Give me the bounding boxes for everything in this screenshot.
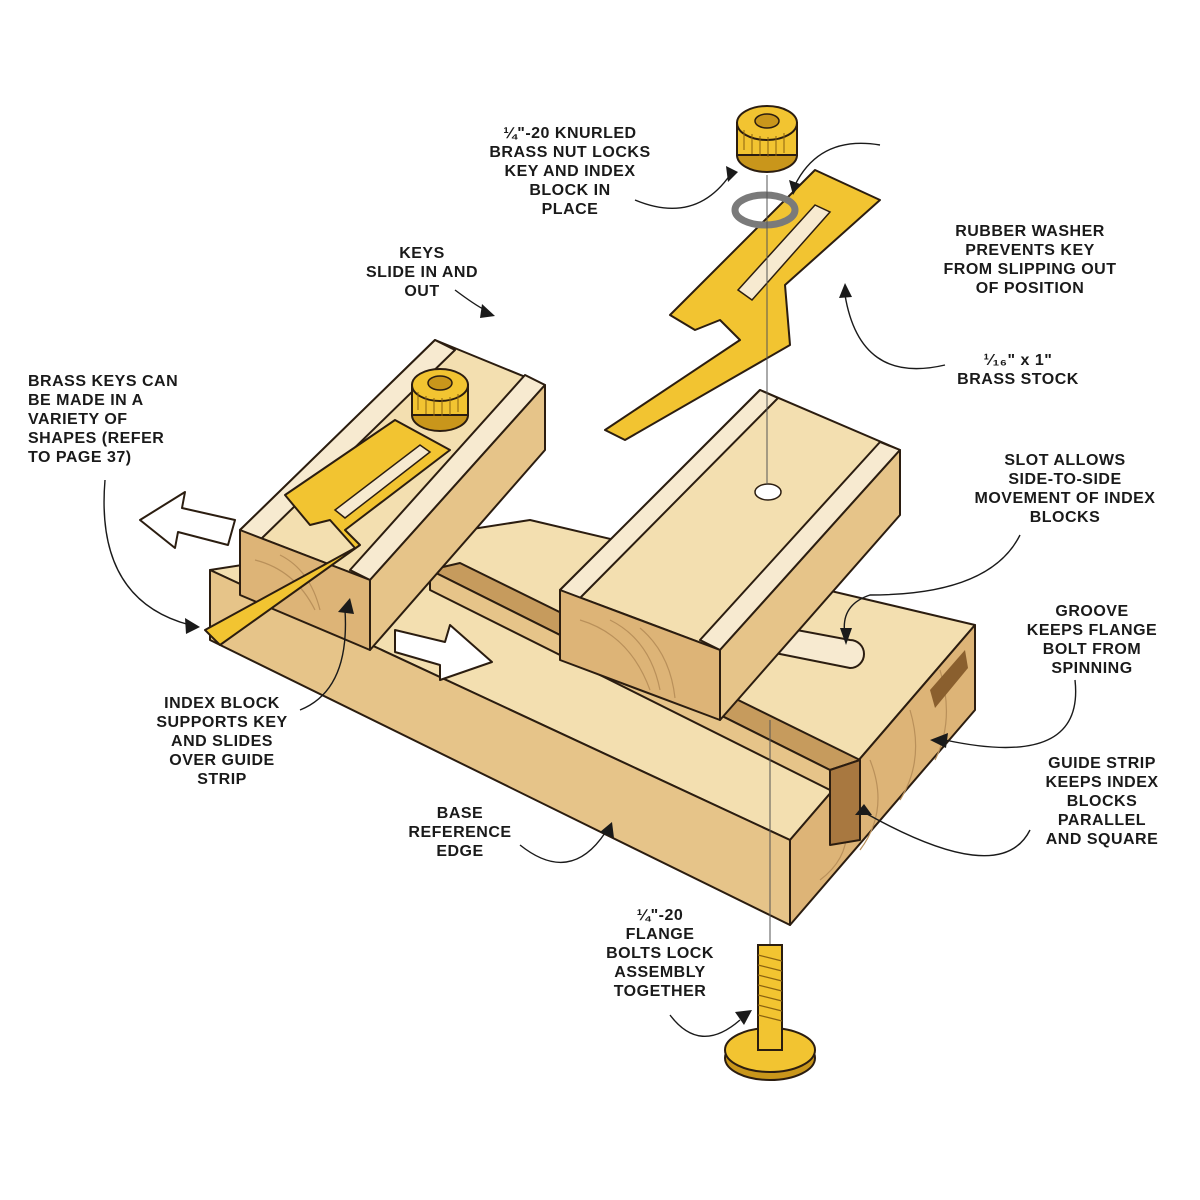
rubber-washer [731,191,799,229]
callout-line: RUBBER WASHER [955,223,1105,240]
callout-slot: SLOT ALLOWS SIDE-TO-SIDE MOVEMENT OF IND… [975,452,1156,526]
leader-lines [103,142,1077,1037]
callout-line: BLOCKS [1030,509,1101,526]
index-block-right [559,389,901,721]
callout-line: SLIDE IN AND [366,264,478,281]
callout-line: TOGETHER [614,983,707,1000]
slide-arrow-left [139,491,236,549]
callout-line: ¼"-20 KNURLED [503,125,636,142]
callout-guide-strip: GUIDE STRIP KEEPS INDEX BLOCKS PARALLEL … [1045,755,1158,848]
callout-line: BASE [437,805,483,822]
callout-line: AND SLIDES [171,733,273,750]
callout-flange-bolts: ¼"-20 FLANGE BOLTS LOCK ASSEMBLY TOGETHE… [606,907,714,1000]
callout-line: BOLTS LOCK [606,945,714,962]
callout-line: BRASS STOCK [957,371,1079,388]
callout-line: BLOCK IN [529,182,610,199]
flange-bolt [724,944,816,1081]
callout-line: SPINNING [1051,660,1132,677]
callout-line: AND SQUARE [1046,831,1159,848]
callout-knurled-nut: ¼"-20 KNURLED BRASS NUT LOCKS KEY AND IN… [489,125,650,218]
knurled-nut-left [411,368,469,432]
callout-line: SHAPES (REFER [28,430,164,447]
callout-brass-keys: BRASS KEYS CAN BE MADE IN A VARIETY OF S… [28,373,178,466]
callout-line: BE MADE IN A [28,392,144,409]
callout-line: FROM SLIPPING OUT [944,261,1117,278]
callout-line: INDEX BLOCK [164,695,280,712]
callout-line: KEY AND INDEX [505,163,636,180]
callout-line: BRASS KEYS CAN [28,373,178,390]
callout-line: KEEPS INDEX [1045,774,1158,791]
callout-line: GUIDE STRIP [1048,755,1156,772]
callout-line: OF POSITION [976,280,1085,297]
base-end [789,624,976,926]
callout-line: OUT [404,283,439,300]
callout-line: FLANGE [626,926,695,943]
slide-arrow-right [394,624,493,681]
callout-index-block: INDEX BLOCK SUPPORTS KEY AND SLIDES OVER… [156,695,287,788]
callout-rubber-washer: RUBBER WASHER PREVENTS KEY FROM SLIPPING… [944,223,1117,297]
callout-line: ¼"-20 [637,907,684,924]
callout-line: STRIP [197,771,247,788]
callout-line: TO PAGE 37) [28,449,132,466]
callout-line: SLOT ALLOWS [1004,452,1125,469]
callout-line: PREVENTS KEY [965,242,1095,259]
callout-line: BOLT FROM [1043,641,1141,658]
knurled-nut-top [736,105,798,173]
callout-base-edge: BASE REFERENCE EDGE [408,805,511,860]
callout-brass-stock: ¹⁄₁₆" x 1" BRASS STOCK [957,352,1079,388]
callout-line: OVER GUIDE [169,752,274,769]
brass-key-left [204,419,451,646]
callout-line: KEYS [399,245,445,262]
callout-line: SUPPORTS KEY [156,714,287,731]
callout-line: KEEPS FLANGE [1027,622,1157,639]
callout-line: PARALLEL [1058,812,1146,829]
callout-line: ASSEMBLY [614,964,705,981]
callout-line: GROOVE [1055,603,1128,620]
brass-key-right [604,169,881,441]
callout-line: ¹⁄₁₆" x 1" [984,352,1053,369]
callout-line: BLOCKS [1067,793,1138,810]
callout-line: REFERENCE [408,824,511,841]
callout-groove: GROOVE KEEPS FLANGE BOLT FROM SPINNING [1027,603,1157,677]
callout-keys-slide: KEYS SLIDE IN AND OUT [366,245,478,300]
callout-line: MOVEMENT OF INDEX [975,490,1156,507]
callout-line: SIDE-TO-SIDE [1008,471,1121,488]
callout-line: BRASS NUT LOCKS [489,144,650,161]
callout-line: VARIETY OF [28,411,128,428]
callout-line: PLACE [542,201,599,218]
base-groove [930,650,968,708]
callout-line: EDGE [436,843,483,860]
